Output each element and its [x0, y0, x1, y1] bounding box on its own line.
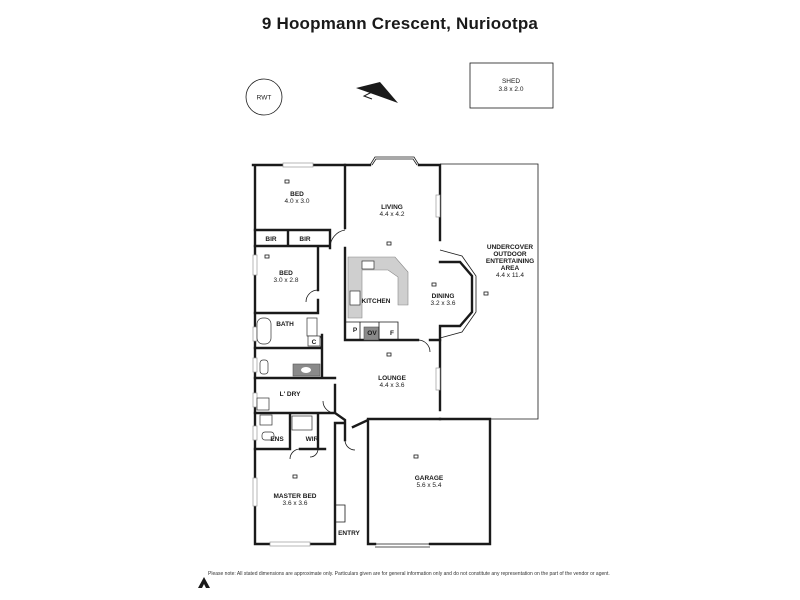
living-name: LIVING: [381, 204, 403, 211]
kitchen-bench: [345, 256, 409, 341]
master-bed-dim: 3.6 x 3.6: [283, 500, 308, 507]
bir2-label: BIR: [299, 236, 311, 243]
bed2-dim: 3.0 x 2.8: [274, 277, 299, 284]
lounge-dim: 4.4 x 3.6: [380, 382, 405, 389]
kitchen-label: KITCHEN: [362, 298, 391, 305]
bed1-dim: 4.0 x 3.0: [285, 198, 310, 205]
page-title: 9 Hoopmann Crescent, Nuriootpa: [261, 14, 539, 33]
north-arrow-icon: [356, 82, 398, 103]
shed: SHED 3.8 x 2.0: [469, 62, 554, 109]
cupboard-label: C: [312, 339, 317, 346]
outdoor-line3: ENTERTAINING: [486, 258, 534, 265]
outdoor-dim: 4.4 x 11.4: [496, 272, 524, 279]
fridge-label: F: [390, 330, 394, 337]
rwt-label: RWT: [257, 95, 272, 102]
bathroom-fixtures: [256, 317, 321, 441]
company-logo-icon: [198, 577, 210, 588]
shed-dim: 3.8 x 2.0: [499, 86, 524, 93]
outdoor-line2: OUTDOOR: [493, 251, 527, 258]
garage-dim: 5.6 x 5.4: [417, 482, 442, 489]
bir1-label: BIR: [265, 236, 277, 243]
outdoor-area-outline: [440, 163, 539, 420]
interior-walls: [253, 163, 492, 546]
windows: [252, 162, 441, 547]
lounge-name: LOUNGE: [378, 375, 406, 382]
oven-label: OV: [367, 330, 377, 337]
dining-name: DINING: [432, 293, 455, 300]
ensuite-label: ENS: [270, 436, 284, 443]
wir-label: WIR: [306, 436, 319, 443]
entry-label: ENTRY: [338, 530, 360, 537]
shed-name: SHED: [502, 78, 520, 85]
door-swings: [289, 229, 431, 523]
disclaimer-text: Please note: All stated dimensions are a…: [208, 571, 610, 577]
laundry-label: L' DRY: [280, 391, 301, 398]
bed2-name: BED: [279, 270, 293, 277]
living-bay-window: [369, 156, 420, 166]
living-dim: 4.4 x 4.2: [380, 211, 405, 218]
ceiling-vents: [264, 179, 489, 479]
master-bed-name: MASTER BED: [274, 493, 317, 500]
garage-name: GARAGE: [415, 475, 444, 482]
bed1-name: BED: [290, 191, 304, 198]
pantry-label: P: [353, 327, 358, 334]
dining-dim: 3.2 x 3.6: [431, 300, 456, 307]
rainwater-tank: RWT: [245, 78, 283, 116]
bath-label: BATH: [276, 321, 294, 328]
outdoor-line4: AREA: [501, 265, 520, 272]
outdoor-line1: UNDERCOVER: [487, 244, 534, 251]
